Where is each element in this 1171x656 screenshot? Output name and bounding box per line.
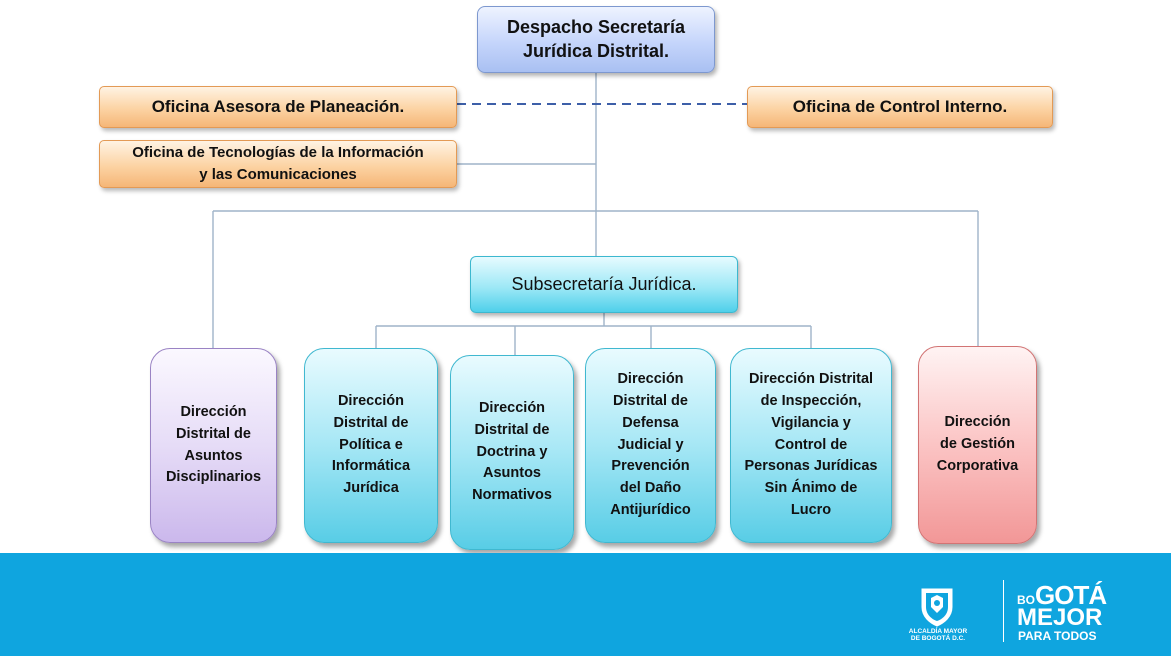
alcaldia-mayor-text: ALCALDÍA MAYOR DE BOGOTÁ D.C. — [908, 628, 968, 643]
footer-divider — [1003, 580, 1004, 642]
direccion-gestion-corporativa-node: Dirección de Gestión Corporativa — [918, 346, 1037, 544]
para-todos-logo-text: PARA TODOS — [1018, 629, 1097, 643]
bogota-logo-text: BOGOTÁ — [1017, 580, 1107, 610]
direccion-politica-informatica-node: Dirección Distrital de Política e Inform… — [304, 348, 438, 543]
subsecretaria-juridica-node: Subsecretaría Jurídica. — [470, 256, 738, 313]
mejor-logo-text: MEJOR — [1017, 604, 1103, 631]
bogota-logo-large: GOTÁ — [1035, 580, 1107, 610]
direccion-inspeccion-vigilancia-node: Dirección Distrital de Inspección, Vigil… — [730, 348, 892, 543]
oficina-control-interno-node: Oficina de Control Interno. — [747, 86, 1053, 128]
bogota-logo-small: BO — [1017, 593, 1035, 607]
despacho-secretaria-node: Despacho Secretaría Jurídica Distrital. — [477, 6, 715, 73]
direccion-defensa-judicial-node: Dirección Distrital de Defensa Judicial … — [585, 348, 716, 543]
bogota-coat-of-arms-logo — [921, 588, 953, 627]
footer-banner — [0, 553, 1171, 656]
direccion-asuntos-disciplinarios-node: Dirección Distrital de Asuntos Disciplin… — [150, 348, 277, 543]
oficina-planeacion-node: Oficina Asesora de Planeación. — [99, 86, 457, 128]
oficina-tic-node: Oficina de Tecnologías de la Información… — [99, 140, 457, 188]
direccion-doctrina-asuntos-normativos-node: Dirección Distrital de Doctrina y Asunto… — [450, 355, 574, 550]
